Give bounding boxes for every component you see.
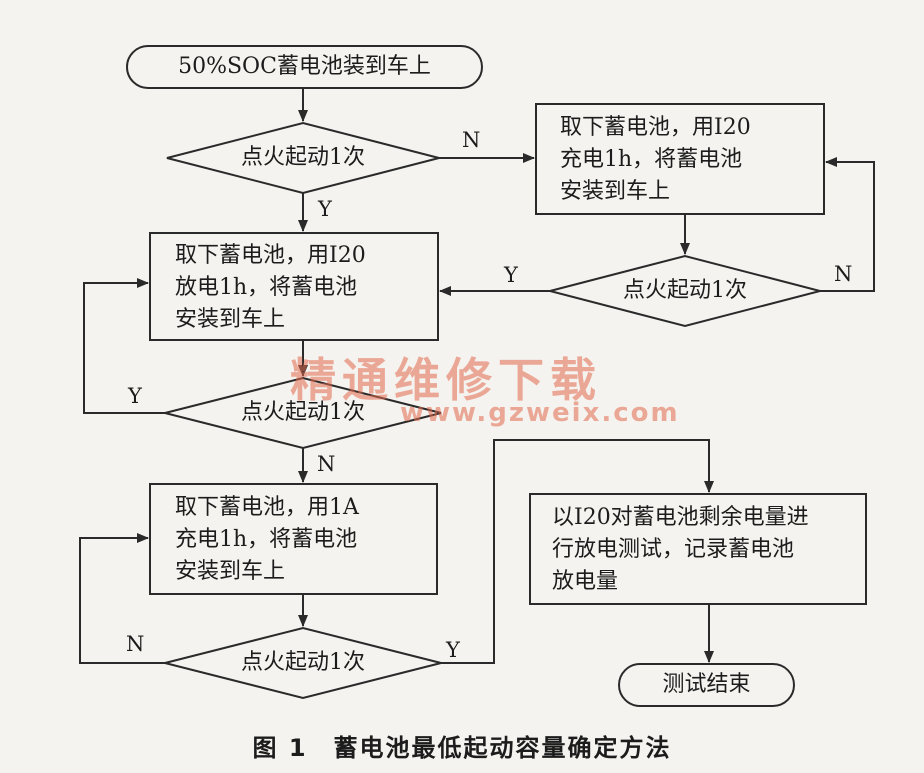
dr-no-label: N <box>834 262 853 286</box>
charge1a-box: 取下蓄电池，用1A 充电1h，将蓄电池 安装到车上 <box>175 492 435 588</box>
watermark-text: 精通维修下载 <box>290 353 602 407</box>
d1-yes-label: Y <box>318 197 332 221</box>
charge-box-line-3: 安装到车上 <box>560 179 671 204</box>
discharge-box: 取下蓄电池，用I20 放电1h，将蓄电池 安装到车上 <box>175 240 435 336</box>
charge-box-line-2: 充电1h，将蓄电池 <box>560 147 743 172</box>
d3-no-label: N <box>126 632 145 656</box>
start-label: 50%SOC蓄电池装到车上 <box>178 54 431 79</box>
charge1a-box-line-2: 充电1h，将蓄电池 <box>175 527 358 552</box>
figure-caption: 图 1 蓄电池最低起动容量确定方法 <box>252 734 672 762</box>
charge1a-box-line-1: 取下蓄电池，用1A <box>175 495 359 520</box>
d2-yes-label: Y <box>128 384 142 408</box>
edge-d2-yes-loop <box>83 278 165 414</box>
edge-d3-yes <box>441 439 714 664</box>
decision2-label: 点火起动1次 <box>241 400 365 425</box>
test-box-line-1: 以I20对蓄电池剩余电量进 <box>552 505 809 530</box>
charge-box-shape <box>535 103 825 215</box>
decision1-label: 点火起动1次 <box>241 145 365 170</box>
edge-dr-no-loop <box>820 157 875 292</box>
decision3-label: 点火起动1次 <box>241 650 365 675</box>
discharge-box-line-3: 安装到车上 <box>175 307 286 332</box>
edge-d3-no-loop <box>79 533 165 664</box>
d3-yes-label: Y <box>446 638 460 662</box>
d2-no-label: N <box>317 452 336 476</box>
decision-right-label: 点火起动1次 <box>623 278 747 303</box>
discharge-box-line-2: 放电1h，将蓄电池 <box>175 275 358 300</box>
test-box-line-2: 行放电测试，记录蓄电池 <box>552 537 795 562</box>
start-terminal <box>126 45 483 89</box>
charge1a-box-shape <box>149 483 438 595</box>
end-label: 测试结束 <box>662 672 751 697</box>
d1-no-label: N <box>462 128 481 152</box>
dr-yes-label: Y <box>504 263 518 287</box>
discharge-box-shape <box>149 232 439 341</box>
end-terminal <box>618 663 795 707</box>
charge-box-line-1: 取下蓄电池，用I20 <box>560 115 751 140</box>
test-box-shape <box>529 493 867 605</box>
charge1a-box-line-3: 安装到车上 <box>175 559 286 584</box>
decision2-shape <box>164 376 442 450</box>
test-box: 以I20对蓄电池剩余电量进 行放电测试，记录蓄电池 放电量 <box>552 502 862 598</box>
discharge-box-line-1: 取下蓄电池，用I20 <box>175 243 366 268</box>
watermark-url: www.gzweix.com <box>400 398 680 428</box>
charge-box: 取下蓄电池，用I20 充电1h，将蓄电池 安装到车上 <box>560 112 820 208</box>
test-box-line-3: 放电量 <box>552 569 619 594</box>
